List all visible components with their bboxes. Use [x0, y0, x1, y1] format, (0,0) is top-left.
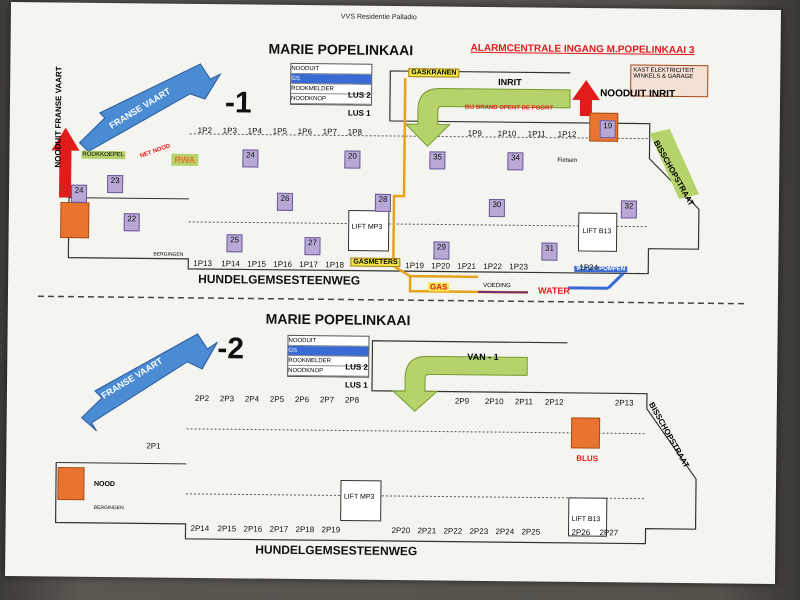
slot: 2P16: [243, 524, 263, 534]
zone-marker: 34: [507, 152, 524, 171]
slot: 2P18: [295, 524, 315, 535]
level2-blus: BLUS: [576, 453, 599, 464]
slot: 1P21: [457, 261, 477, 271]
zone-marker: 30: [488, 199, 505, 218]
level2-water-arrow: [80, 333, 218, 432]
slot: 1P11: [527, 129, 546, 139]
level1-fietsen: Fietsen: [557, 157, 578, 164]
level1-label: -1: [224, 86, 252, 120]
slot: 2P27: [599, 528, 619, 538]
slot: 2P24: [495, 527, 515, 537]
slot: 1P14: [221, 259, 241, 269]
slot: 2P8: [344, 395, 360, 405]
slot: 2P2: [194, 393, 210, 404]
zone-marker: 20: [344, 150, 361, 169]
level1-exit-left: NOODUIT FRANSE VAART: [53, 66, 64, 168]
slot: 1P17: [299, 260, 319, 270]
slot: 2P26: [571, 527, 591, 538]
slot: 2P5: [269, 394, 285, 404]
slot: 1P19: [405, 261, 425, 271]
slot: 2P4: [244, 394, 260, 404]
zone-marker: 29: [433, 241, 450, 260]
zone-marker: 31: [541, 242, 558, 261]
level2-lus2: LUS 2: [345, 362, 368, 372]
slot: 1P8: [347, 127, 362, 137]
zone-marker: 26: [276, 192, 294, 211]
evacuation-poster: VVS Residentie Palladio MARIE POPELINKAA…: [5, 1, 781, 585]
slot: 2P15: [217, 524, 237, 534]
level1-gaskranen: GASKRANEN: [408, 68, 460, 78]
level2-lus1: LUS 1: [344, 380, 368, 390]
slot: 1P9: [467, 128, 482, 138]
slot: 1P18: [325, 260, 345, 270]
slot: 1P6: [297, 126, 312, 137]
slot: 1P2: [197, 125, 212, 136]
level1-exit-right: NOODUIT INRIT: [600, 88, 676, 100]
slot: 2P17: [269, 524, 289, 534]
slot: 1P3: [222, 126, 237, 136]
level2-street-bottom: HUNDELGEMSESTEENWEG: [255, 542, 418, 559]
zone-marker: 27: [304, 237, 321, 256]
slot: 2P6: [294, 394, 310, 405]
slot: 1P5: [272, 126, 287, 136]
level1-voeding: VOEDING: [483, 282, 511, 290]
slot: 1P20: [431, 261, 451, 271]
slot: 2P19: [321, 525, 341, 535]
level1-bergingen: BERGINGEN: [153, 251, 184, 258]
slot: 1P22: [483, 261, 503, 272]
slot: 1P23: [509, 262, 529, 272]
zone-marker: 35: [429, 151, 446, 170]
slot: 1P13: [193, 258, 213, 269]
zone-marker: 22: [123, 213, 140, 232]
slot: 2P10: [484, 396, 504, 407]
slot: 1P16: [273, 259, 293, 269]
level2-label: -2: [217, 332, 245, 366]
level1-lift-mp3: LIFT MP3: [351, 223, 383, 231]
zone-marker: 23: [107, 175, 124, 194]
slot: 2P3: [219, 394, 235, 404]
level1-lift-b13: LIFT B13: [582, 227, 612, 236]
slot: 1P4: [247, 126, 262, 136]
slot: 1P7: [322, 127, 337, 137]
slot: 2P7: [319, 395, 335, 405]
slot: 1P12: [557, 129, 577, 139]
level1-gas: GAS: [428, 282, 450, 292]
slot: 1P15: [247, 259, 267, 269]
slot: 2P21: [417, 526, 437, 536]
slot: 2P25: [521, 527, 541, 537]
slot: 2P9: [454, 396, 470, 406]
level2-van: VAN - 1: [467, 351, 499, 363]
zone-marker: 28: [374, 193, 392, 212]
slot: 2P22: [443, 526, 463, 536]
zone-marker: 19: [599, 120, 616, 139]
level2-p1: 2P1: [146, 441, 161, 451]
level1-street-bottom: HUNDELGEMSESTEENWEG: [198, 271, 361, 288]
slot: 1P24: [579, 262, 599, 273]
level2-street-top: MARIE POPELINKAAI: [265, 310, 411, 329]
slot: 2P12: [544, 397, 564, 407]
slot: 2P13: [614, 398, 634, 408]
zone-marker: 24: [70, 184, 88, 203]
zone-marker: 24: [242, 149, 259, 168]
level2-nood: NOOD: [93, 480, 116, 489]
level1-lus2: LUS 2: [348, 90, 371, 100]
level1-rookkoepel: ROOKKOEPEL: [81, 150, 126, 160]
slot: 1P10: [497, 129, 517, 139]
level1-drawing: [37, 63, 748, 545]
slot: 2P11: [514, 397, 534, 407]
level1-rwa: RWA: [171, 153, 199, 166]
slot: 2P23: [469, 526, 489, 537]
level2-bergingen: BERGINGEN: [93, 504, 124, 512]
level1-water: WATER: [537, 285, 570, 296]
level1-water-arrow: [78, 63, 222, 159]
level2-lift-mp3: LIFT MP3: [343, 493, 375, 501]
level1-fire-note: BIJ BRAND OPENT DE POORT: [464, 104, 553, 112]
zone-marker: 32: [620, 200, 637, 219]
zone-marker: 25: [226, 234, 243, 253]
level1-lus1: LUS 1: [347, 108, 371, 118]
slot: 2P20: [391, 525, 411, 536]
level1-inrit: INRIT: [498, 77, 522, 88]
slot: 2P14: [190, 523, 210, 534]
level2-lift-b13: LIFT B13: [571, 515, 601, 524]
